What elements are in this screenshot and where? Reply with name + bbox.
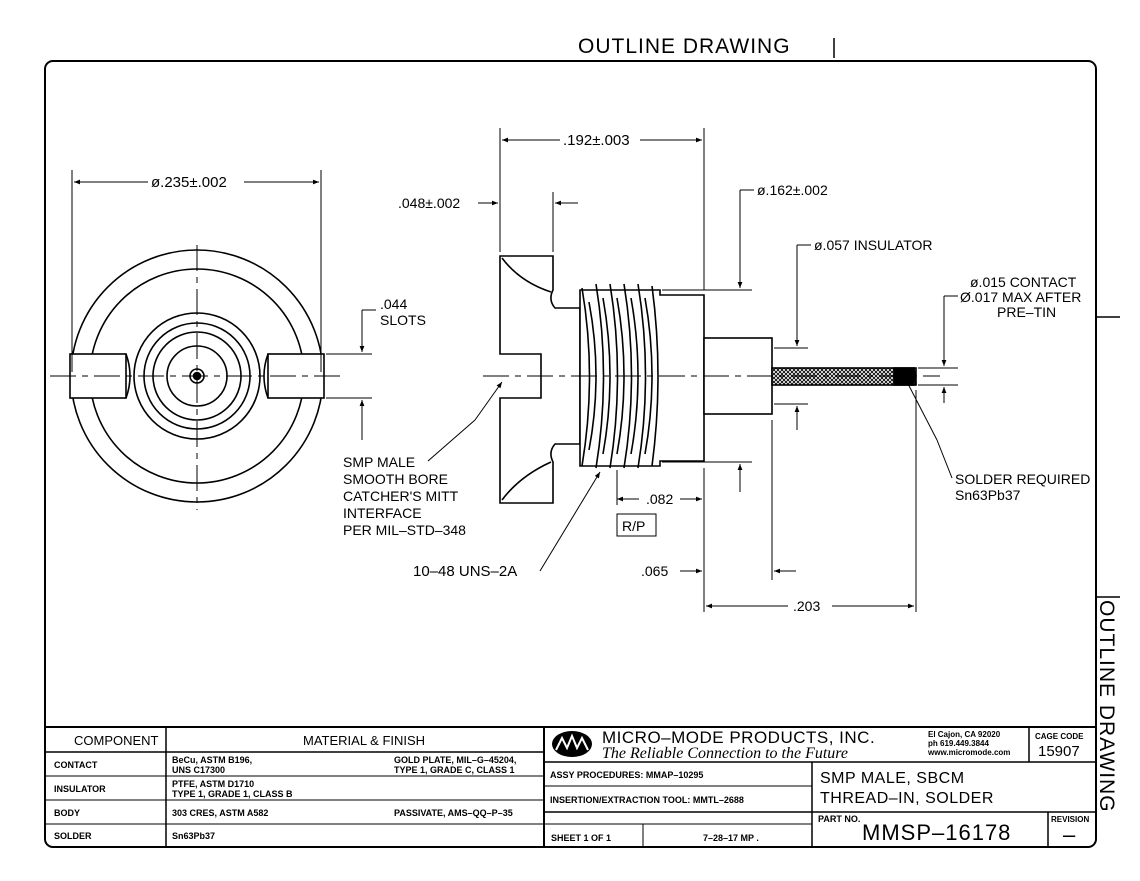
- dim-065-label: .065: [641, 563, 668, 579]
- company-tagline: The Reliable Connection to the Future: [602, 745, 848, 762]
- body-length-label: .192±.003: [563, 132, 630, 149]
- revision-label: REVISION: [1051, 815, 1089, 824]
- solder-note-2: Sn63Pb37: [955, 487, 1021, 503]
- bom-row-material: PTFE, ASTM D1710: [172, 779, 254, 789]
- bom-row-material: BeCu, ASTM B196,: [172, 755, 252, 765]
- bom-row-component: CONTACT: [54, 760, 98, 770]
- thread-label: 10–48 UNS–2A: [413, 563, 517, 580]
- bom-row-finish: PASSIVATE, AMS–QQ–P–35: [394, 808, 513, 818]
- interface-note-2: SMOOTH BORE: [343, 471, 448, 487]
- contact-label-1: ø.015 CONTACT: [970, 274, 1077, 290]
- interface-note-3: CATCHER'S MITT: [343, 488, 459, 504]
- bom-row-material: UNS C17300: [172, 765, 225, 775]
- insulator-diameter-label: ø.057 INSULATOR: [814, 237, 933, 253]
- interface-note-1: SMP MALE: [343, 454, 415, 470]
- cage-code-label: CAGE CODE: [1035, 732, 1084, 741]
- revision-value: –: [1063, 822, 1076, 847]
- header-title: OUTLINE DRAWING: [578, 35, 791, 58]
- drawing-title-2: THREAD–IN, SOLDER: [820, 790, 994, 807]
- part-number-value: MMSP–16178: [862, 820, 1011, 845]
- bom-row-material: 303 CRES, ASTM A582: [172, 808, 268, 818]
- drawing-title-1: SMP MALE, SBCM: [820, 770, 965, 787]
- solder-note-1: SOLDER REQUIRED: [955, 471, 1090, 487]
- insertion-tool: INSERTION/EXTRACTION TOOL: MMTL–2688: [550, 795, 744, 805]
- assy-procedures: ASSY PROCEDURES: MMAP–10295: [550, 770, 703, 780]
- part-number-label: PART NO.: [818, 814, 860, 824]
- interface-note-4: INTERFACE: [343, 505, 422, 521]
- contact-label-2: Ø.017 MAX AFTER: [960, 289, 1081, 305]
- bom-row-component: SOLDER: [54, 831, 92, 841]
- contact-label-3: PRE–TIN: [997, 304, 1056, 320]
- company-name: MICRO–MODE PRODUCTS, INC.: [602, 728, 875, 747]
- company-address-3: www.micromode.com: [927, 748, 1010, 757]
- dim-203-label: .203: [793, 598, 820, 614]
- side-view: [499, 255, 917, 504]
- bom-header-material: MATERIAL & FINISH: [303, 733, 425, 748]
- rp-label: R/P: [622, 518, 645, 534]
- bom-row-material: TYPE 1, GRADE 1, CLASS B: [172, 789, 293, 799]
- drawing-date: 7–28–17 MP .: [703, 833, 759, 843]
- bom-row-finish: GOLD PLATE, MIL–G–45204,: [394, 755, 516, 765]
- bom-row-finish: TYPE 1, GRADE C, CLASS 1: [394, 765, 515, 775]
- bom-header-component: COMPONENT: [74, 733, 159, 748]
- interface-note-5: PER MIL–STD–348: [343, 522, 466, 538]
- flange-thickness-label: .048±.002: [398, 195, 460, 211]
- company-address-1: El Cajon, CA 92020: [928, 730, 1001, 739]
- sheet-number: SHEET 1 OF 1: [551, 833, 611, 843]
- drawing-border: [44, 60, 1097, 848]
- cage-code-value: 15907: [1038, 743, 1080, 760]
- bom-row-component: BODY: [54, 808, 80, 818]
- slots-dim-value: .044: [380, 296, 407, 312]
- company-logo: [552, 731, 592, 757]
- dim-082-label: .082: [646, 491, 673, 507]
- company-address-2: ph 619.449.3844: [928, 739, 989, 748]
- slots-dim-label: SLOTS: [380, 312, 426, 328]
- side-label: OUTLINE DRAWING: [1095, 600, 1118, 813]
- bom-row-component: INSULATOR: [54, 784, 106, 794]
- bom-row-material: Sn63Pb37: [172, 831, 215, 841]
- body-diameter-label: ø.162±.002: [757, 182, 828, 198]
- title-block: [45, 726, 1096, 847]
- overall-diameter-label: ø.235±.002: [151, 174, 227, 191]
